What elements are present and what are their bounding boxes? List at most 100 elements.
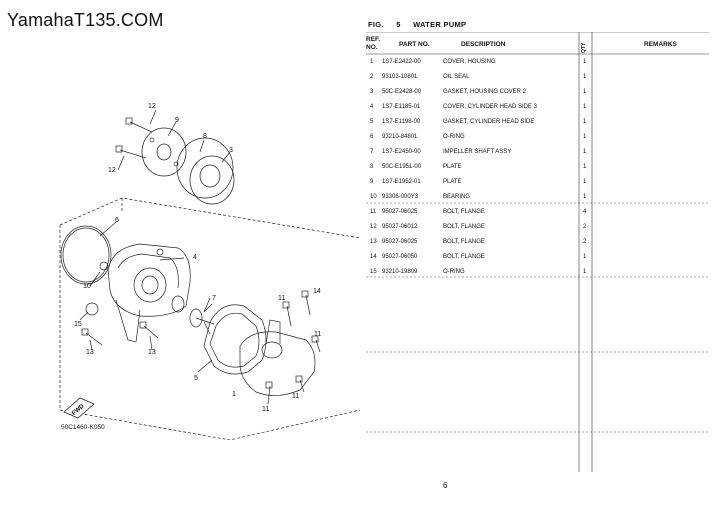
description-cell: BOLT, FLANGE	[443, 254, 485, 260]
ref-cell: 12	[370, 224, 377, 230]
callout-12b: 12	[108, 167, 116, 174]
qty-cell: 1	[583, 59, 587, 65]
callout-14: 14	[313, 288, 321, 295]
callout-15: 15	[74, 321, 82, 328]
part-no-cell: 93210-19809	[382, 269, 418, 275]
col-description: DESCRIPTION	[461, 41, 506, 48]
qty-cell: 1	[583, 149, 587, 155]
part-no-cell: 1S7-E2422-00	[382, 59, 421, 65]
callout-7: 7	[212, 295, 216, 302]
description-cell: OIL SEAL	[443, 74, 470, 80]
description-cell: O-RING	[443, 269, 465, 275]
qty-cell: 1	[583, 89, 587, 95]
ref-cell: 2	[370, 74, 374, 80]
part-no-cell: 95027-06025	[382, 239, 418, 245]
qty-cell: 1	[583, 254, 587, 260]
table-row: 9 1S7-E1952-01 PLATE 1	[366, 174, 709, 189]
part-no-cell: 93306-000Y3	[382, 194, 419, 200]
col-ref-line2: NO.	[366, 44, 378, 51]
qty-cell: 1	[583, 74, 587, 80]
col-remarks: REMARKS	[644, 41, 677, 48]
ref-cell: 15	[370, 269, 377, 275]
description-cell: COVER, CYLINDER HEAD SIDE 3	[443, 104, 538, 110]
table-grid	[366, 32, 709, 472]
callout-11c: 11	[262, 406, 269, 413]
qty-cell: 4	[583, 209, 587, 215]
table-row: 1 1S7-E2422-00 COVER, HOUSING 1	[366, 54, 709, 69]
qty-cell: 1	[583, 164, 587, 170]
qty-cell: 2	[583, 224, 587, 230]
description-cell: PLATE	[443, 179, 462, 185]
col-ref-line1: REF.	[366, 36, 381, 43]
ref-cell: 6	[370, 134, 374, 140]
ref-cell: 4	[370, 104, 374, 110]
qty-cell: 1	[583, 269, 587, 275]
table-row: 14 95027-06050 BOLT, FLANGE 1	[366, 249, 709, 264]
qty-cell: 1	[583, 119, 587, 125]
description-cell: BOLT, FLANGE	[443, 209, 485, 215]
description-cell: COVER, HOUSING	[443, 59, 496, 65]
ref-cell: 8	[370, 164, 374, 170]
description-cell: PLATE	[443, 164, 462, 170]
description-cell: IMPELLER SHAFT ASSY	[443, 149, 512, 155]
callout-3: 3	[229, 147, 233, 154]
callout-13a: 13	[86, 349, 94, 356]
fwd-arrow-icon: FWD	[63, 397, 95, 419]
callout-4: 4	[193, 254, 197, 261]
callout-9: 9	[175, 117, 179, 124]
qty-cell: 1	[583, 194, 587, 200]
callout-11a: 11	[278, 295, 285, 302]
part-no-cell: 95027-06012	[382, 224, 418, 230]
col-part-no: PART NO.	[399, 41, 430, 48]
description-cell: BOLT, FLANGE	[443, 224, 485, 230]
table-row: 15 93210-19809 O-RING 1	[366, 264, 709, 279]
part-no-cell: 1S7-E1198-00	[382, 119, 421, 125]
description-cell: GASKET, HOUSING COVER 2	[443, 89, 527, 95]
ref-cell: 11	[370, 209, 377, 215]
col-qty: QTY	[581, 42, 587, 53]
ref-cell: 1	[370, 59, 374, 65]
qty-cell: 2	[583, 239, 587, 245]
callout-10: 10	[83, 283, 91, 290]
figure-code: 50C1460-K050	[61, 424, 105, 431]
part-no-cell: 95027-06050	[382, 254, 418, 260]
qty-cell: 1	[583, 134, 587, 140]
part-no-cell: 95027-06025	[382, 209, 418, 215]
ref-cell: 5	[370, 119, 374, 125]
ref-cell: 14	[370, 254, 377, 260]
part-no-cell: 1S7-E1952-01	[382, 179, 421, 185]
ref-cell: 9	[370, 179, 374, 185]
qty-cell: 1	[583, 179, 587, 185]
callout-11d: 11	[292, 393, 299, 400]
part-no-cell: 50C-E1951-00	[382, 164, 422, 170]
table-row: 4 1S7-E1185-01 COVER, CYLINDER HEAD SIDE 3…	[366, 99, 709, 114]
callout-1: 1	[232, 391, 236, 398]
parts-table: REF. NO. PART NO. DESCRIPTION QTY REMARK…	[366, 32, 709, 472]
callout-5: 5	[194, 375, 198, 382]
table-row: 12 95027-06012 BOLT, FLANGE 2	[366, 219, 709, 234]
ref-cell: 13	[370, 239, 377, 245]
exploded-diagram: FWD 1 3 4 5 6 7 8 9 10 11 11 11 11 12 12…	[59, 103, 360, 440]
site-title: YamahaT135.COM	[7, 10, 164, 30]
figure-label: FIG.	[368, 20, 384, 29]
part-no-cell: 93103-10801	[382, 74, 418, 80]
table-row: 11 95027-06025 BOLT, FLANGE 4	[366, 204, 709, 219]
table-row: 8 50C-E1951-00 PLATE 1	[366, 159, 709, 174]
figure-number: 5	[396, 20, 401, 29]
callout-11b: 11	[314, 331, 321, 338]
qty-cell: 1	[583, 104, 587, 110]
callout-8: 8	[203, 133, 207, 140]
ref-cell: 10	[370, 194, 377, 200]
part-no-cell: 50C-E2428-00	[382, 89, 422, 95]
table-row: 2 93103-10801 OIL SEAL 1	[366, 69, 709, 84]
description-cell: O-RING	[443, 134, 465, 140]
figure-header: FIG. 5 WATER PUMP	[368, 20, 476, 29]
part-no-cell: 1S7-E1185-01	[382, 104, 421, 110]
callout-6: 6	[115, 217, 119, 224]
